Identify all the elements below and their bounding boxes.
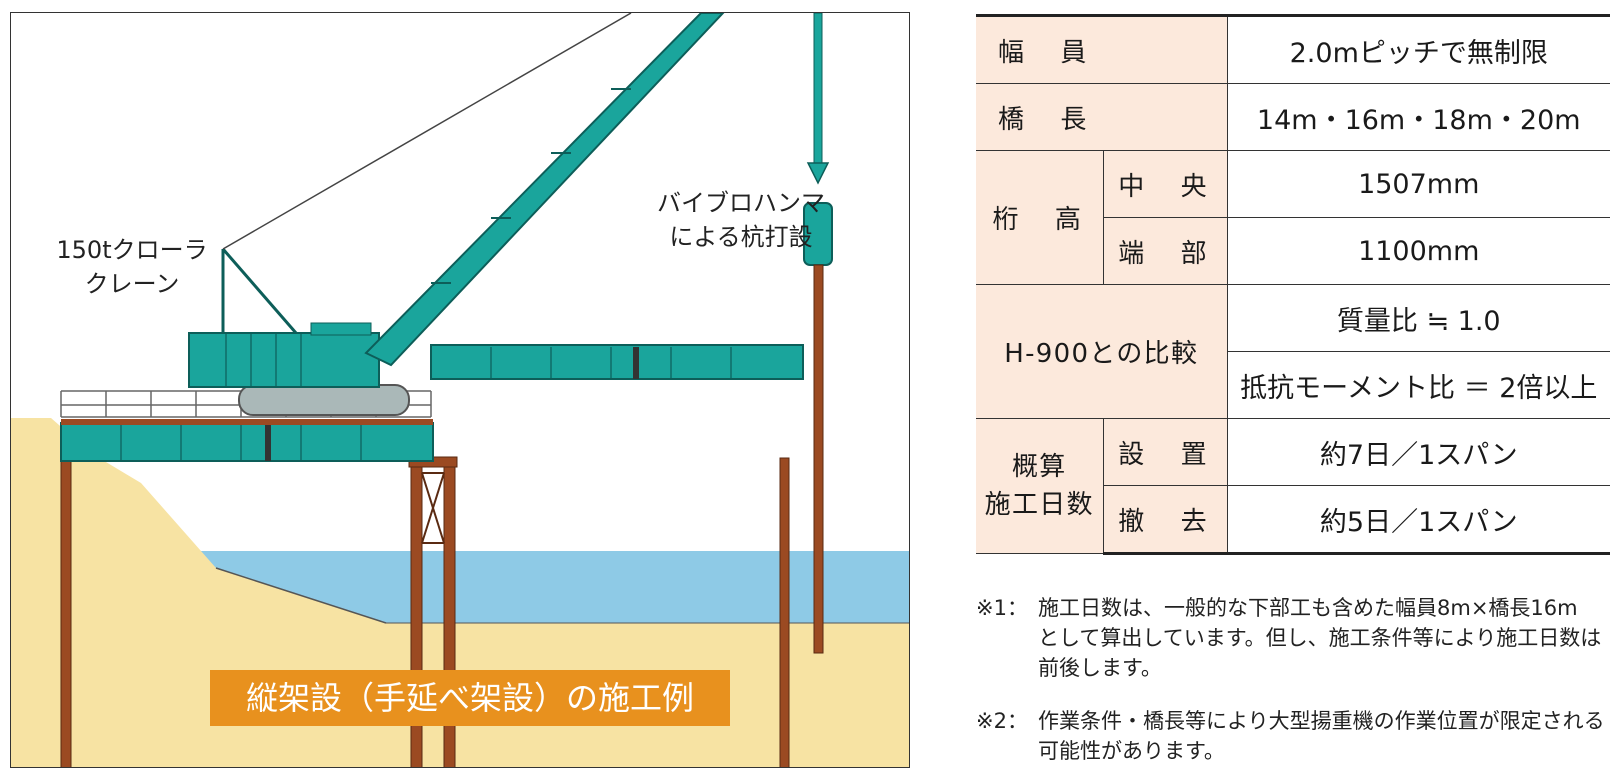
- table-row: H-900との比較 質量比 ≒ 1.0: [976, 284, 1610, 419]
- value-mass-ratio: 質量比 ≒ 1.0: [1226, 284, 1610, 352]
- table-row: 抵抗モーメント比 ＝ 2倍以上: [976, 351, 1610, 419]
- group-label-h900: H-900との比較: [976, 284, 1228, 419]
- table-row: 橋 長 14m・16m・18m・20m: [976, 83, 1610, 151]
- note-2-mark: ※2：: [976, 709, 1028, 733]
- crane-cable: [222, 13, 632, 250]
- hammer-label-line2: による杭打設: [669, 223, 813, 251]
- sub-label-removal: 撤 去: [1103, 485, 1228, 555]
- illustration-canvas: [11, 13, 909, 767]
- pile: [60, 452, 72, 767]
- crane-label-line2: クレーン: [84, 270, 180, 298]
- note-1-line1: 施工日数は、一般的な下部工も含めた幅員8m×橋長16m: [1038, 596, 1578, 620]
- note-1-mark: ※1：: [976, 596, 1028, 620]
- deck-girder: [60, 419, 434, 462]
- illustration-caption: 縦架設（手延べ架設）の施工例: [210, 670, 730, 726]
- crane-body: [188, 322, 380, 388]
- note-1-line2: として算出しています。但し、施工条件等により施工日数は: [1038, 626, 1602, 650]
- crane-mast: [221, 248, 298, 334]
- crane-label-line1: 150tクローラ: [56, 236, 208, 264]
- row-value-width: 2.0mピッチで無制限: [1226, 14, 1610, 84]
- spec-table: 幅 員 2.0mピッチで無制限 橋 長 14m・16m・18m・20m 桁 高 …: [976, 14, 1610, 555]
- table-row: 端 部 1100mm: [976, 217, 1610, 285]
- row-label-length: 橋 長: [976, 83, 1228, 151]
- value-removal: 約5日／1スパン: [1226, 485, 1610, 555]
- hammer-label: バイブロハンマ による杭打設: [641, 186, 841, 254]
- value-moment-ratio: 抵抗モーメント比 ＝ 2倍以上: [1227, 351, 1610, 419]
- group-label-construction-days: 概算 施工日数: [976, 418, 1104, 554]
- construction-illustration: 150tクローラ クレーン バイブロハンマ による杭打設 縦架設（手延べ架設）の…: [10, 12, 910, 768]
- sub-label-install: 設 置: [1102, 418, 1228, 486]
- note-2-line1: 作業条件・橋長等により大型揚重機の作業位置が限定される: [1038, 709, 1605, 733]
- value-end: 1100mm: [1226, 217, 1610, 285]
- launched-girder: [430, 344, 804, 380]
- group-label-line1: 概算: [1011, 452, 1067, 482]
- sub-label-center: 中 央: [1102, 150, 1228, 218]
- table-row: 幅 員 2.0mピッチで無制限: [976, 14, 1610, 84]
- driven-pile: [813, 264, 824, 654]
- row-value-length: 14m・16m・18m・20m: [1226, 83, 1610, 151]
- hammer-leader: [813, 13, 823, 164]
- note-1-line3: 前後します。: [1038, 656, 1162, 680]
- table-row: 概算 施工日数 設 置 約7日／1スパン: [976, 418, 1610, 554]
- hammer-hook: [806, 162, 830, 185]
- pier-bracing: [421, 472, 445, 544]
- value-center: 1507mm: [1226, 150, 1610, 218]
- note-2: ※2： 作業条件・橋長等により大型揚重機の作業位置が限定される 可能性があります…: [976, 706, 1610, 766]
- group-label-girder-height: 桁 高: [976, 150, 1104, 285]
- crane-label: 150tクローラ クレーン: [47, 233, 217, 301]
- crane-crawler: [238, 384, 410, 416]
- sub-label-end: 端 部: [1103, 217, 1228, 285]
- crane-boom: [364, 13, 725, 367]
- note-2-line2: 可能性があります。: [1038, 739, 1225, 763]
- group-label-line2: 施工日数: [984, 490, 1094, 520]
- row-label-width: 幅 員: [976, 14, 1228, 84]
- table-row: 桁 高 中 央 1507mm: [976, 150, 1610, 285]
- value-install: 約7日／1スパン: [1226, 418, 1610, 486]
- note-1: ※1： 施工日数は、一般的な下部工も含めた幅員8m×橋長16m として算出してい…: [976, 593, 1610, 683]
- table-row: 撤 去 約5日／1スパン: [976, 485, 1610, 555]
- pile: [779, 457, 790, 767]
- hammer-label-line1: バイブロハンマ: [657, 189, 825, 217]
